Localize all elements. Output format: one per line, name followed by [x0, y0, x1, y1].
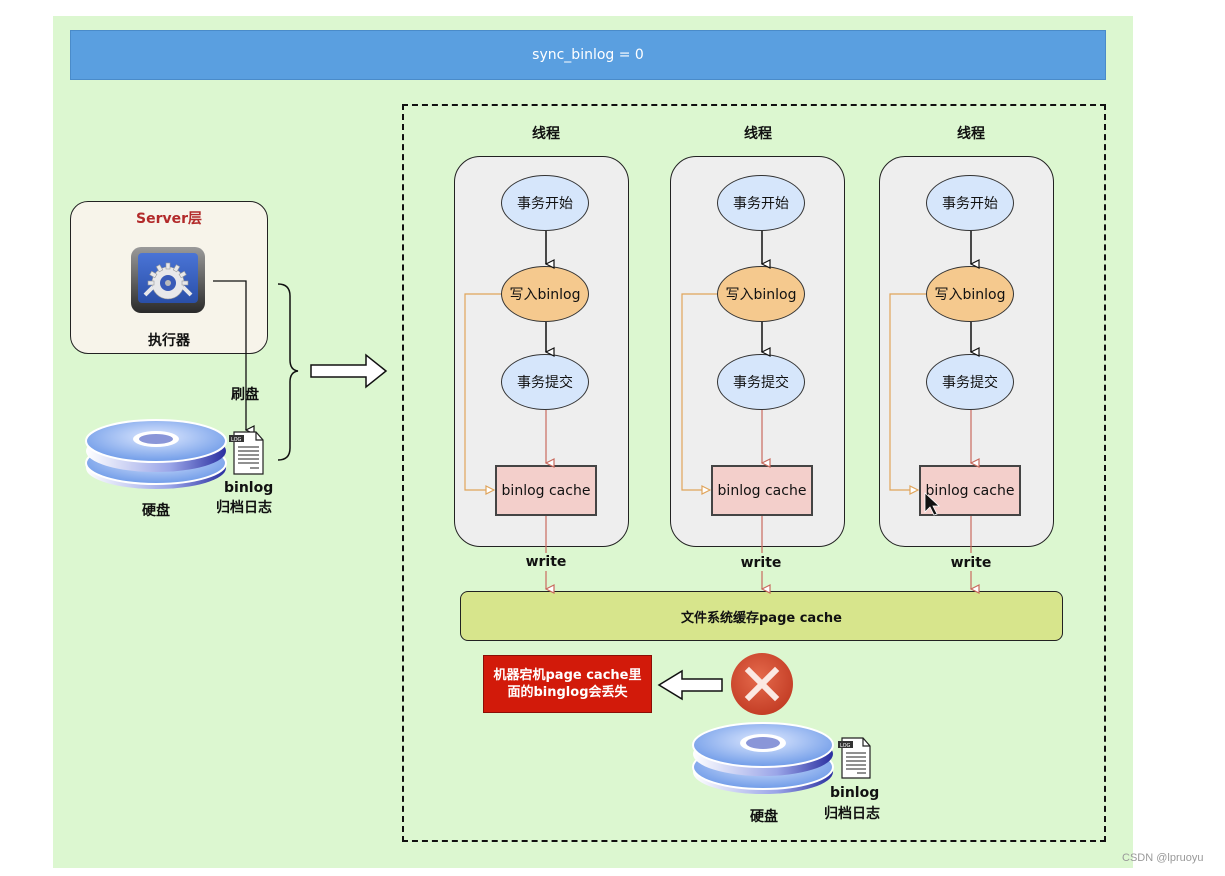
write-to-cache-arrow: [464, 293, 501, 490]
hard-disk-icon: [85, 419, 227, 489]
flush-label: 刷盘: [231, 387, 259, 403]
server-layer-box: Server层 执行器: [70, 201, 268, 354]
disk-label: 硬盘: [142, 503, 170, 519]
flush-connector: [213, 280, 246, 430]
server-layer-title: Server层: [135, 211, 202, 227]
bottom-hard-disk-icon: [692, 722, 834, 794]
write-binlog-node: 写入binlog: [717, 266, 805, 322]
binlog-cache-box: binlog cache: [919, 465, 1021, 516]
right-arrow-icon: [310, 353, 388, 389]
thread-title: 线程: [532, 126, 560, 142]
log-file-icon: LOG: [229, 431, 264, 475]
transaction-start-node: 事务开始: [501, 175, 589, 231]
mouse-cursor-icon: [924, 492, 941, 516]
bottom-disk-label: 硬盘: [750, 809, 778, 825]
thread-title: 线程: [957, 126, 985, 142]
watermark: CSDN @lpruoyu: [1122, 852, 1204, 864]
page-cache-label: 文件系统缓存page cache: [681, 610, 842, 626]
write-label: write: [950, 555, 992, 571]
gear-settings-icon: [131, 247, 205, 313]
warning-line-2: 面的binglog会丢失: [507, 685, 628, 700]
write-binlog-node: 写入binlog: [501, 266, 589, 322]
svg-text:LOG: LOG: [840, 743, 851, 749]
transaction-start-node: 事务开始: [926, 175, 1014, 231]
threads-container: [402, 104, 1106, 842]
data-loss-warning: 机器宕机page cache里 面的binglog会丢失: [483, 655, 652, 713]
executor-label: 执行器: [148, 333, 190, 349]
bottom-log-file-icon: LOG: [838, 737, 871, 779]
write-binlog-node: 写入binlog: [926, 266, 1014, 322]
transaction-start-node: 事务开始: [717, 175, 805, 231]
transaction-commit-node: 事务提交: [717, 354, 805, 410]
warning-line-1: 机器宕机page cache里: [493, 668, 642, 683]
binlog-file-label: binlog: [224, 480, 274, 496]
red-x-icon: [731, 653, 793, 715]
header-title: sync_binlog = 0: [532, 47, 644, 63]
write-label: write: [525, 554, 567, 570]
bottom-binlog-file-label: binlog: [830, 785, 880, 801]
page-cache-box: 文件系统缓存page cache: [460, 591, 1063, 641]
write-to-cache-arrow: [681, 293, 717, 490]
write-label: write: [740, 555, 782, 571]
write-to-cache-arrow: [889, 293, 926, 490]
svg-text:LOG: LOG: [231, 437, 242, 443]
group-brace: [277, 283, 299, 461]
binlog-cache-box: binlog cache: [495, 465, 597, 516]
bottom-binlog-file-sublabel: 归档日志: [824, 806, 880, 822]
thread-title: 线程: [744, 126, 772, 142]
left-arrow-icon: [657, 669, 723, 701]
binlog-file-sublabel: 归档日志: [216, 500, 272, 516]
header-bar: sync_binlog = 0: [70, 30, 1106, 80]
